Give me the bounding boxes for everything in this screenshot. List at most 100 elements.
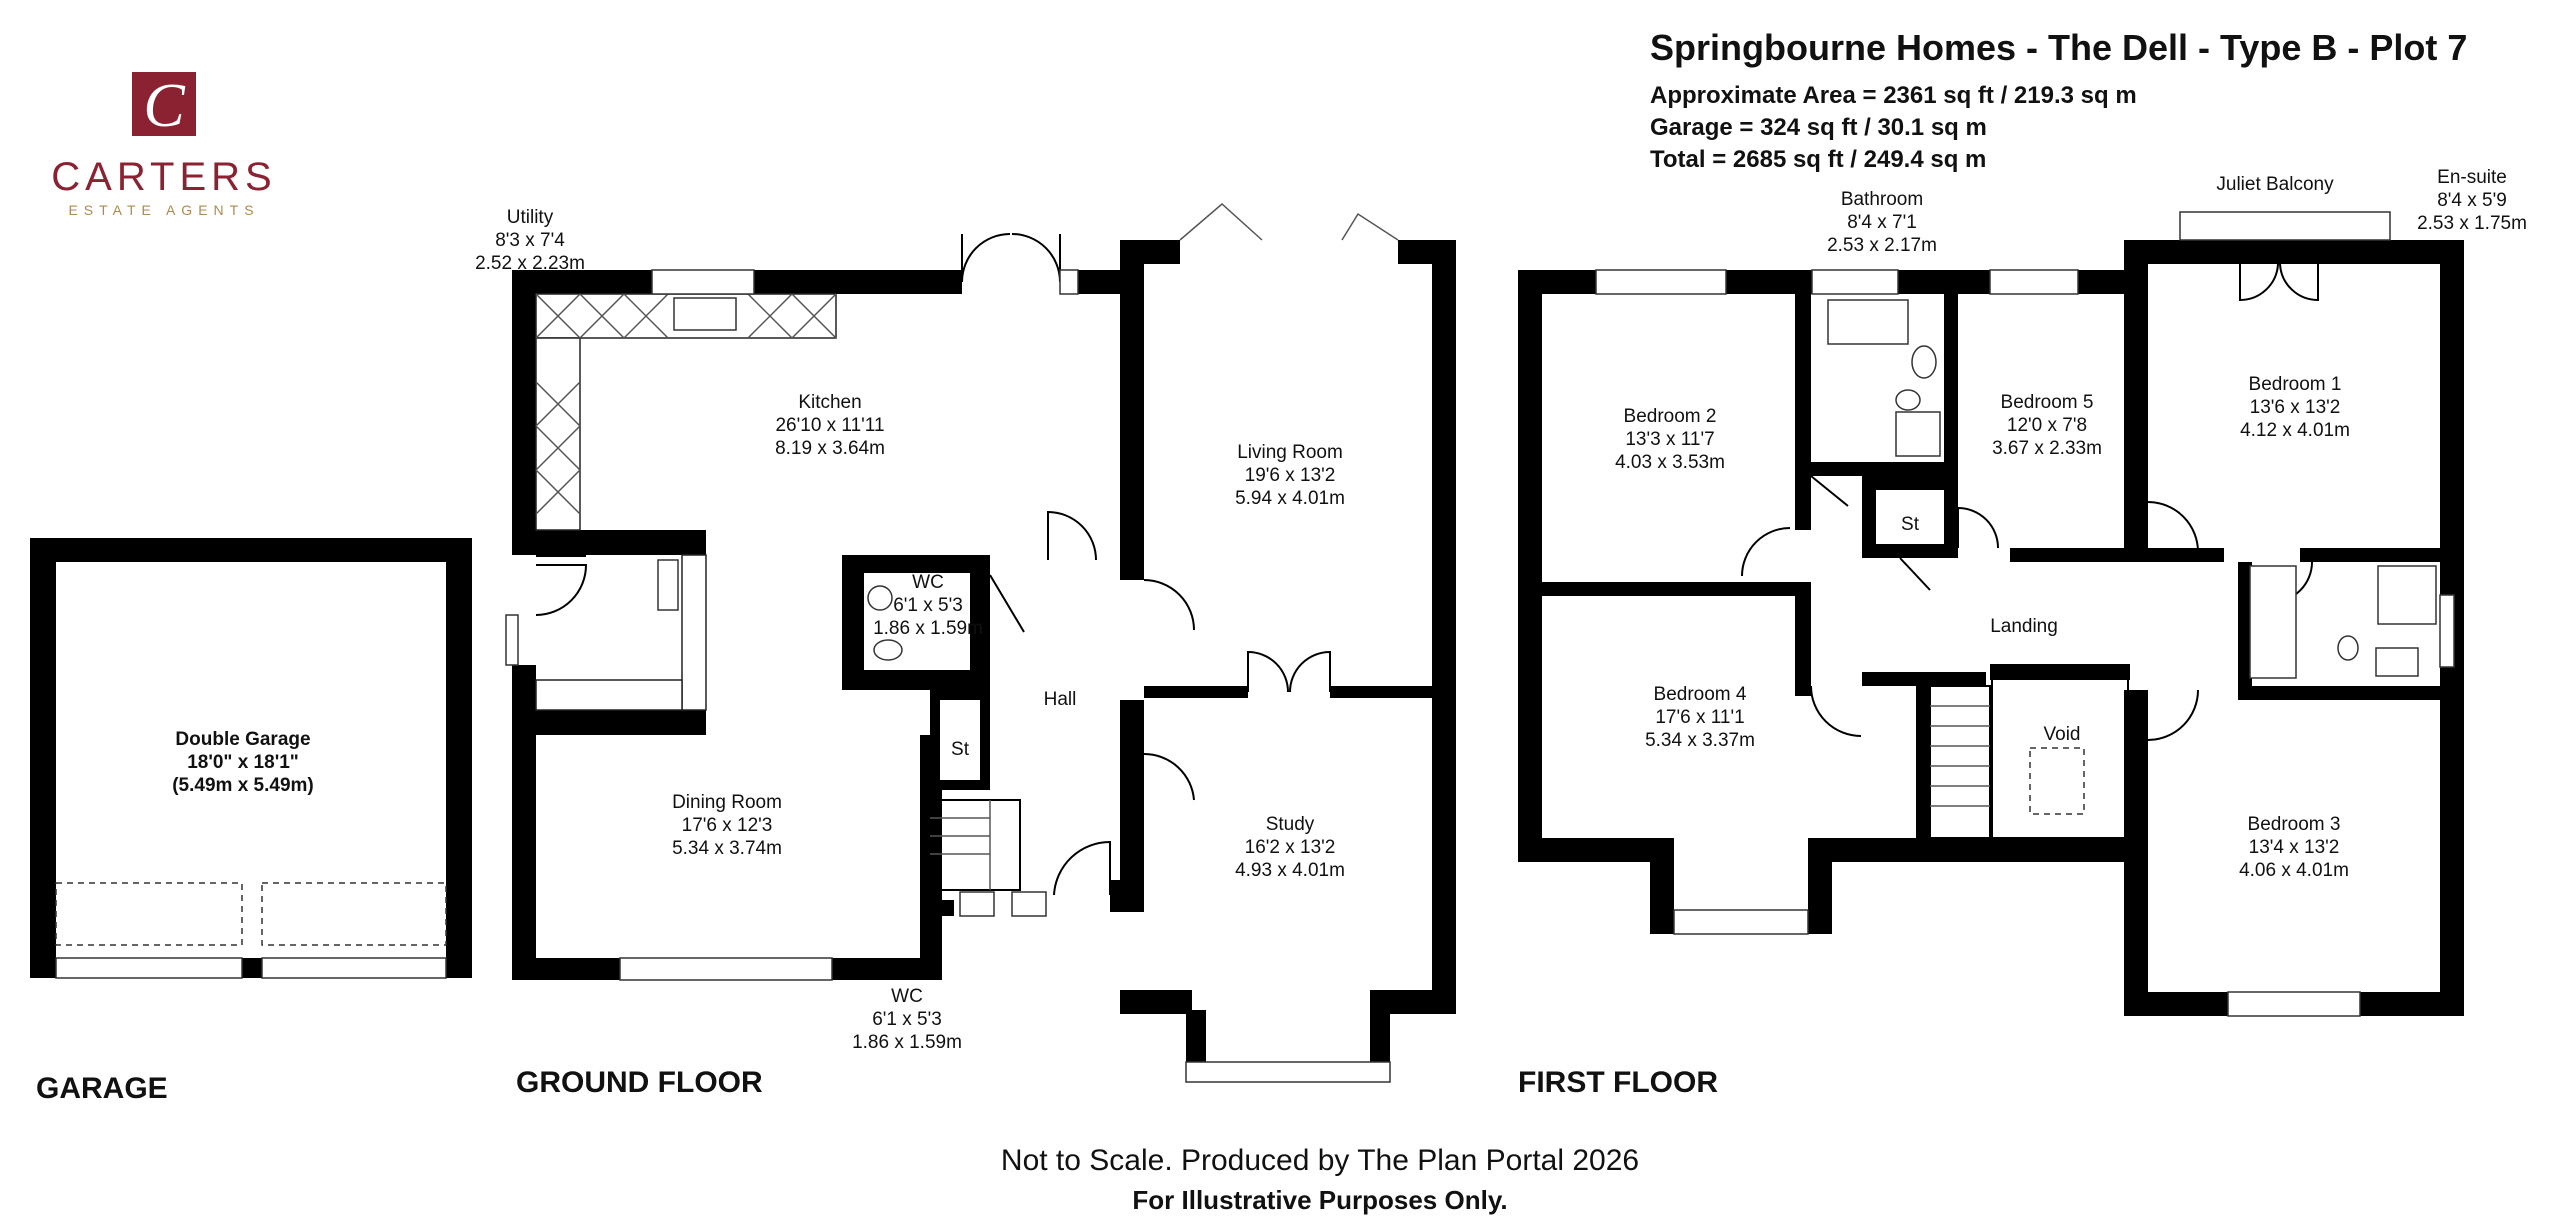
gf-wall-living-study-r	[1330, 686, 1432, 698]
bedroom4-bay-window	[1673, 909, 1809, 935]
ensuite-shower	[2377, 565, 2437, 625]
garage-door-left	[55, 957, 243, 979]
bedroom5-metric: 3.67 x 2.33m	[1992, 438, 2102, 459]
gf-wall-utility	[512, 530, 706, 735]
ground-floor-plan	[505, 203, 1456, 1083]
bedroom4-door	[1810, 685, 1862, 737]
bedroom2-metric: 4.03 x 3.53m	[1615, 452, 1725, 473]
garage-plan: Double Garage 18'0" x 18'1" (5.49m x 5.4…	[30, 538, 472, 979]
room-bedroom1-label: Bedroom 1 13'6 x 13'2 4.12 x 4.01m	[2240, 374, 2350, 441]
bath-toilet	[1895, 389, 1921, 411]
hall-name: Hall	[1044, 689, 1077, 710]
store-door	[1899, 557, 1931, 591]
plan-title: Springbourne Homes - The Dell - Type B -…	[1650, 27, 2467, 68]
wc-outer-metric: 1.86 x 1.59m	[852, 1032, 962, 1053]
logo-monogram: C	[143, 72, 185, 140]
study-name: Study	[1266, 814, 1315, 835]
logo-wordmark: CARTERS	[51, 155, 276, 199]
bedroom3-window	[2227, 991, 2361, 1017]
living-bifold-left	[1179, 203, 1263, 241]
bath-tub	[1827, 299, 1909, 345]
hall-window-left	[959, 891, 995, 917]
total-area: Total = 2685 sq ft / 249.4 sq m	[1650, 146, 1986, 173]
ensuite-bath	[2249, 565, 2297, 679]
utility-name: Utility	[507, 207, 554, 228]
store-first-name: St	[1901, 514, 1920, 535]
kitchen-door-sidelight	[1059, 269, 1079, 295]
garage-door-right	[261, 957, 447, 979]
garage-imperial: 18'0" x 18'1"	[187, 752, 299, 773]
kitchen-window	[651, 269, 755, 295]
logo-tagline: ESTATE AGENTS	[68, 202, 259, 218]
room-utility-label: Utility 8'3 x 7'4 2.52 x 2.23m	[475, 207, 585, 274]
bathroom-imperial: 8'4 x 7'1	[1847, 212, 1917, 233]
study-metric: 4.93 x 4.01m	[1235, 860, 1345, 881]
first-floor-label: FIRST FLOOR	[1518, 1066, 1718, 1099]
bedroom5-door	[1957, 506, 1999, 549]
bedroom1-door	[2147, 501, 2199, 553]
ff-wall-bath-bottom	[1811, 462, 1958, 476]
bedroom3-metric: 4.06 x 4.01m	[2239, 860, 2349, 881]
room-kitchen-label: Kitchen 26'10 x 11'11 8.19 x 3.64m	[775, 392, 885, 459]
room-bedroom4-label: Bedroom 4 17'6 x 11'1 5.34 x 3.37m	[1645, 684, 1755, 751]
ff-wall-bed4-right	[1795, 582, 1811, 696]
ground-floor-label: GROUND FLOOR	[516, 1066, 763, 1099]
store-ground-name: St	[951, 739, 970, 760]
hall-window-right	[1011, 891, 1047, 917]
carters-logo: C CARTERS ESTATE AGENTS	[51, 72, 276, 218]
kitchen-name: Kitchen	[798, 392, 861, 413]
gf-stairs	[929, 799, 1021, 891]
gf-wall-dining-bottom-r	[832, 958, 942, 980]
bathroom-name: Bathroom	[1841, 189, 1923, 210]
wc-inner-name: WC	[912, 572, 944, 593]
gf-wall-hall-front	[1110, 880, 1144, 912]
ensuite-name: En-suite	[2437, 167, 2507, 188]
wc-inner-metric: 1.86 x 1.59m	[873, 618, 983, 639]
study-bay-window	[1185, 1061, 1391, 1083]
utility-sink	[657, 559, 679, 611]
gf-wall-study-bottom-left	[1120, 990, 1192, 1014]
gf-wall-living-top-left	[1120, 240, 1180, 264]
juliet-balcony-name: Juliet Balcony	[2216, 174, 2334, 195]
gf-wall-left-upper	[512, 270, 536, 545]
ensuite-imperial: 8'4 x 5'9	[2437, 190, 2507, 211]
bedroom3-imperial: 13'4 x 13'2	[2249, 837, 2340, 858]
bedroom4-metric: 5.34 x 3.37m	[1645, 730, 1755, 751]
bedroom1-imperial: 13'6 x 13'2	[2250, 397, 2341, 418]
bedroom1-name: Bedroom 1	[2249, 374, 2342, 395]
ff-wall-ensuite	[2238, 562, 2252, 692]
ff-wall-bed2-bottom	[1542, 582, 1800, 596]
void-rooflight	[2029, 747, 2085, 815]
utility-door	[535, 564, 588, 616]
garage-door-track-right	[261, 882, 447, 946]
room-wc-outer-label: WC 6'1 x 5'3 1.86 x 1.59m	[852, 986, 962, 1053]
room-study-label: Study 16'2 x 13'2 4.93 x 4.01m	[1235, 814, 1345, 881]
garage-area: Garage = 324 sq ft / 30.1 sq m	[1650, 114, 1987, 141]
living-door	[1143, 579, 1195, 631]
landing-name: Landing	[1990, 616, 2058, 637]
room-bedroom2-label: Bedroom 2 13'3 x 11'7 4.03 x 3.53m	[1615, 406, 1725, 473]
bedroom3-door	[2147, 689, 2199, 741]
gf-wall-dining-bottom	[512, 958, 620, 980]
wc-toilet	[873, 639, 903, 661]
living-bifold-right	[1341, 212, 1399, 241]
gf-wall-study-bay-right	[1370, 1010, 1390, 1062]
bedroom2-door	[1741, 527, 1791, 577]
dining-imperial: 17'6 x 12'3	[682, 815, 773, 836]
kitchen-french-doors	[961, 233, 1061, 283]
gf-wall-hall-study	[1120, 700, 1144, 912]
garage-door-track-left	[55, 882, 243, 946]
bedroom2-name: Bedroom 2	[1624, 406, 1717, 427]
room-ensuite-label: En-suite 8'4 x 5'9 2.53 x 1.75m	[2417, 167, 2527, 234]
ff-wall-bottom-left	[1518, 838, 1656, 862]
juliet-balcony-rail	[2179, 211, 2391, 241]
room-bedroom3-label: Bedroom 3 13'4 x 13'2 4.06 x 4.01m	[2239, 814, 2349, 881]
footer-disclaimer: Not to Scale. Produced by The Plan Porta…	[1001, 1144, 1639, 1177]
bedroom5-window	[1989, 269, 2079, 295]
bathroom-door	[1810, 475, 1849, 507]
bath-shower	[1895, 411, 1941, 457]
ff-wall-bath-right	[1944, 270, 1958, 475]
study-imperial: 16'2 x 13'2	[1245, 837, 1336, 858]
living-metric: 5.94 x 4.01m	[1235, 488, 1345, 509]
ff-wall-bed2-right	[1795, 270, 1811, 530]
